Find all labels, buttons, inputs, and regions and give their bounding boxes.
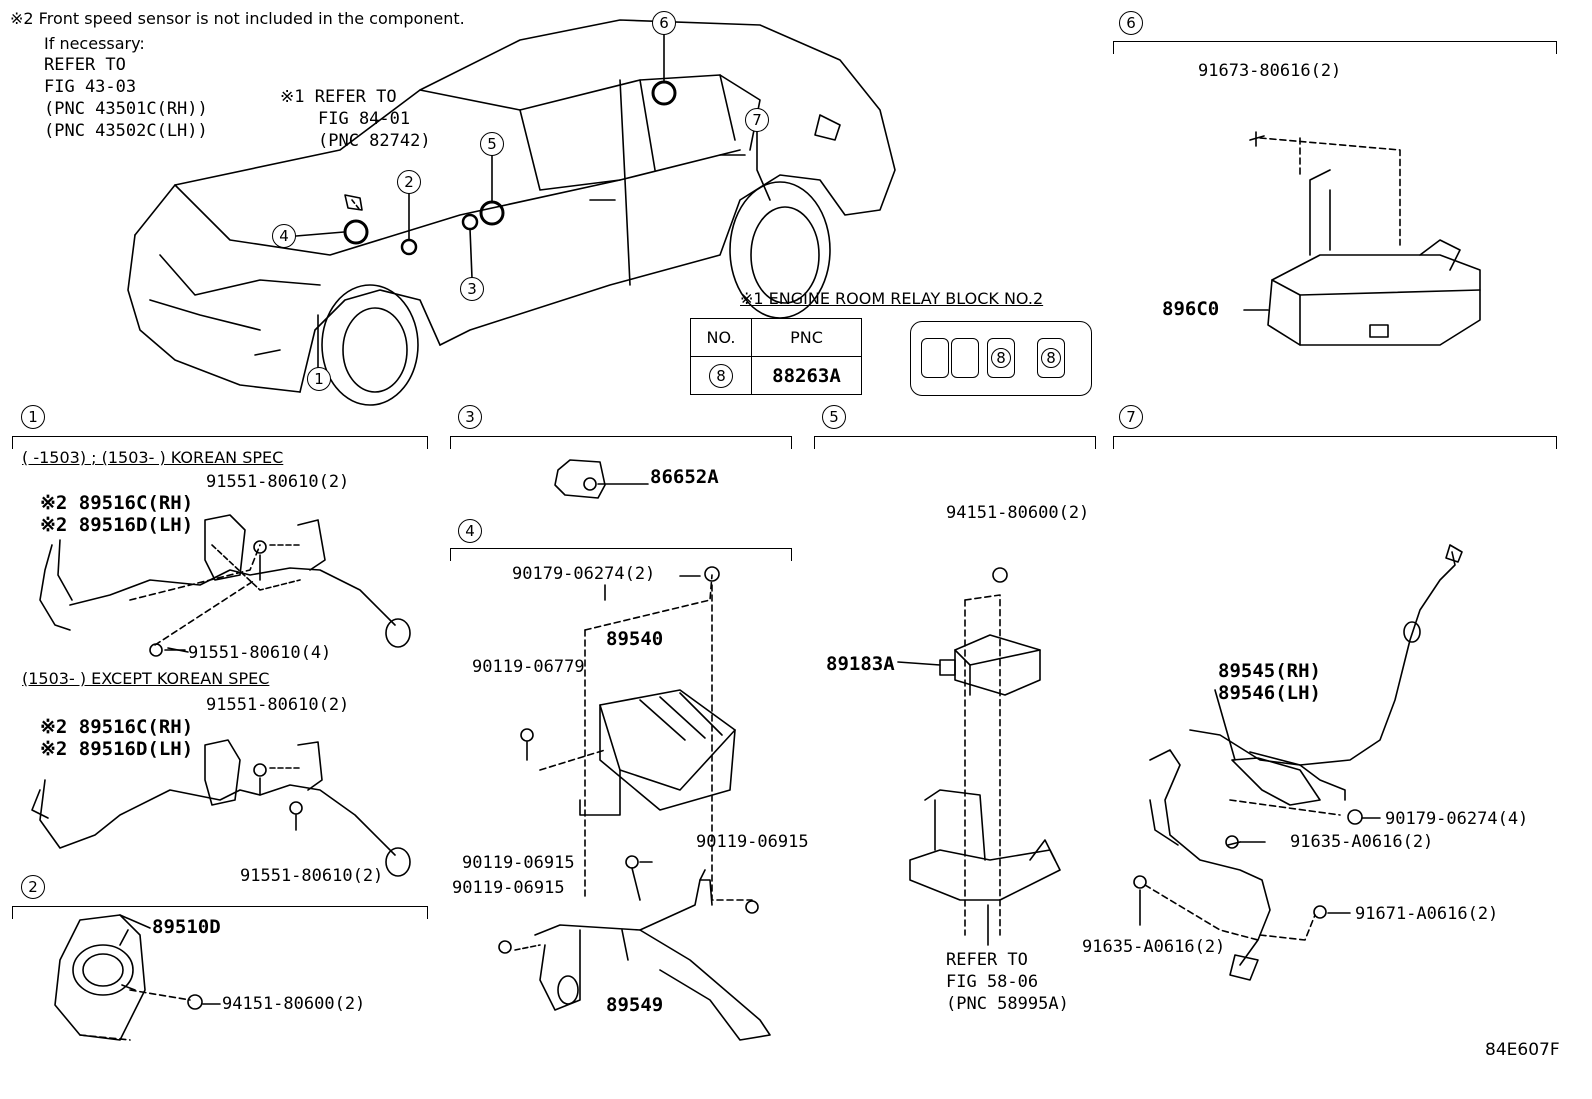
callout-6-car[interactable]: 6 — [652, 11, 676, 35]
s4-bolt1-label[interactable]: 90119-06779 — [472, 657, 585, 677]
s2-nut-label[interactable]: 94151-80600(2) — [222, 994, 366, 1014]
relay-table-no-circle: 8 — [709, 363, 733, 388]
s1b-lh-label[interactable]: ※2 89516D(LH) — [40, 738, 194, 760]
section-6-bracket — [1113, 41, 1557, 54]
relay-slot-3: 8 — [987, 338, 1015, 378]
s1b-rh-label[interactable]: ※2 89516C(RH) — [40, 716, 194, 738]
s1-spec-except: (1503- ) EXCEPT KOREAN SPEC — [22, 669, 270, 688]
relay-block-title: ※1 ENGINE ROOM RELAY BLOCK NO.2 — [740, 289, 1044, 308]
section-4-bracket — [450, 548, 792, 561]
relay-table-header-pnc: PNC — [751, 318, 862, 357]
s1a-bolt1-label[interactable]: 91551-80610(2) — [206, 472, 350, 492]
callout-4-car[interactable]: 4 — [272, 224, 296, 248]
note1-ref-line2: FIG 84-01 — [318, 109, 411, 129]
section-4-number: 4 — [458, 519, 482, 543]
relay-slot-2 — [951, 338, 979, 378]
figure-id: 84E607F — [1485, 1040, 1560, 1060]
note2-line1: ※2 Front speed sensor is not included in… — [10, 9, 465, 28]
s4-bolt2-label[interactable]: 90119-06915 — [462, 853, 575, 873]
s3-part-label[interactable]: 86652A — [650, 466, 719, 488]
section-7-number: 7 — [1119, 405, 1143, 429]
s6-bolt-label[interactable]: 91673-80616(2) — [1198, 61, 1342, 81]
note2-ref-line2: FIG 43-03 — [44, 77, 137, 97]
s7-bolt2-label[interactable]: 91671-A0616(2) — [1355, 904, 1499, 924]
s5-ref-line3: (PNC 58995A) — [946, 994, 1069, 1014]
callout-7-car[interactable]: 7 — [745, 108, 769, 132]
relay-slot-4-circle: 8 — [1041, 348, 1061, 368]
s5-sensor-label[interactable]: 89183A — [826, 653, 895, 675]
relay-pnc-table: NO. PNC 8 88263A — [690, 318, 862, 395]
section-3-bracket — [450, 436, 792, 449]
s5-nut-label[interactable]: 94151-80600(2) — [946, 503, 1090, 523]
callout-3-car[interactable]: 3 — [460, 277, 484, 301]
s1b-bolt2-label[interactable]: 91551-80610(2) — [240, 866, 384, 886]
s4-bolt3-label[interactable]: 90119-06915 — [452, 878, 565, 898]
section-7-bracket — [1113, 436, 1557, 449]
s2-part-label[interactable]: 89510D — [152, 916, 221, 938]
s4-nut-label[interactable]: 90179-06274(2) — [512, 564, 656, 584]
section-5-bracket — [814, 436, 1096, 449]
note2-ref-line1: REFER TO — [44, 55, 126, 75]
relay-table-row-no: 8 — [690, 356, 752, 395]
note2-line2: If necessary: — [44, 34, 145, 53]
section-2-bracket — [12, 906, 428, 919]
section-2-number: 2 — [21, 875, 45, 899]
s7-lh-label[interactable]: 89546(LH) — [1218, 682, 1321, 704]
s7-bolt1-label[interactable]: 91635-A0616(2) — [1290, 832, 1434, 852]
callout-2-car[interactable]: 2 — [397, 170, 421, 194]
relay-table-row-pnc[interactable]: 88263A — [751, 356, 862, 395]
relay-slot-1 — [921, 338, 949, 378]
s7-nut-label[interactable]: 90179-06274(4) — [1385, 809, 1529, 829]
s6-part-label[interactable]: 896C0 — [1162, 298, 1220, 320]
relay-slot-3-circle: 8 — [991, 348, 1011, 368]
section-3-number: 3 — [458, 405, 482, 429]
note2-ref-line3: (PNC 43501C(RH)) — [44, 99, 208, 119]
relay-slot-4: 8 — [1037, 338, 1065, 378]
s4-ecu-label[interactable]: 89540 — [606, 628, 664, 650]
callout-1-car[interactable]: 1 — [307, 367, 331, 391]
s7-bolt3-label[interactable]: 91635-A0616(2) — [1082, 937, 1226, 957]
section-1-bracket — [12, 436, 428, 449]
note1-ref-line1: ※1 REFER TO — [280, 87, 397, 107]
relay-table-header-no: NO. — [690, 318, 752, 357]
car-illustration — [127, 19, 896, 406]
note1-ref-line3: (PNC 82742) — [318, 131, 431, 151]
section-6-number: 6 — [1119, 11, 1143, 35]
note2-ref-line4: (PNC 43502C(LH)) — [44, 121, 208, 141]
section-1-number: 1 — [21, 405, 45, 429]
s5-ref-line1: REFER TO — [946, 950, 1028, 970]
s1-spec-korean: ( -1503) ; (1503- ) KOREAN SPEC — [22, 448, 284, 467]
relay-block-diagram: 8 8 — [910, 321, 1092, 396]
s4-bracket-label[interactable]: 89549 — [606, 994, 664, 1016]
s1a-rh-label[interactable]: ※2 89516C(RH) — [40, 492, 194, 514]
s5-ref-line2: FIG 58-06 — [946, 972, 1039, 992]
callout-5-car[interactable]: 5 — [480, 132, 504, 156]
s7-rh-label[interactable]: 89545(RH) — [1218, 660, 1321, 682]
s1a-lh-label[interactable]: ※2 89516D(LH) — [40, 514, 194, 536]
s1a-bolt2-label[interactable]: 91551-80610(4) — [188, 643, 332, 663]
s1b-bolt1-label[interactable]: 91551-80610(2) — [206, 695, 350, 715]
s4-bolt4-label[interactable]: 90119-06915 — [696, 832, 809, 852]
section-5-number: 5 — [822, 405, 846, 429]
